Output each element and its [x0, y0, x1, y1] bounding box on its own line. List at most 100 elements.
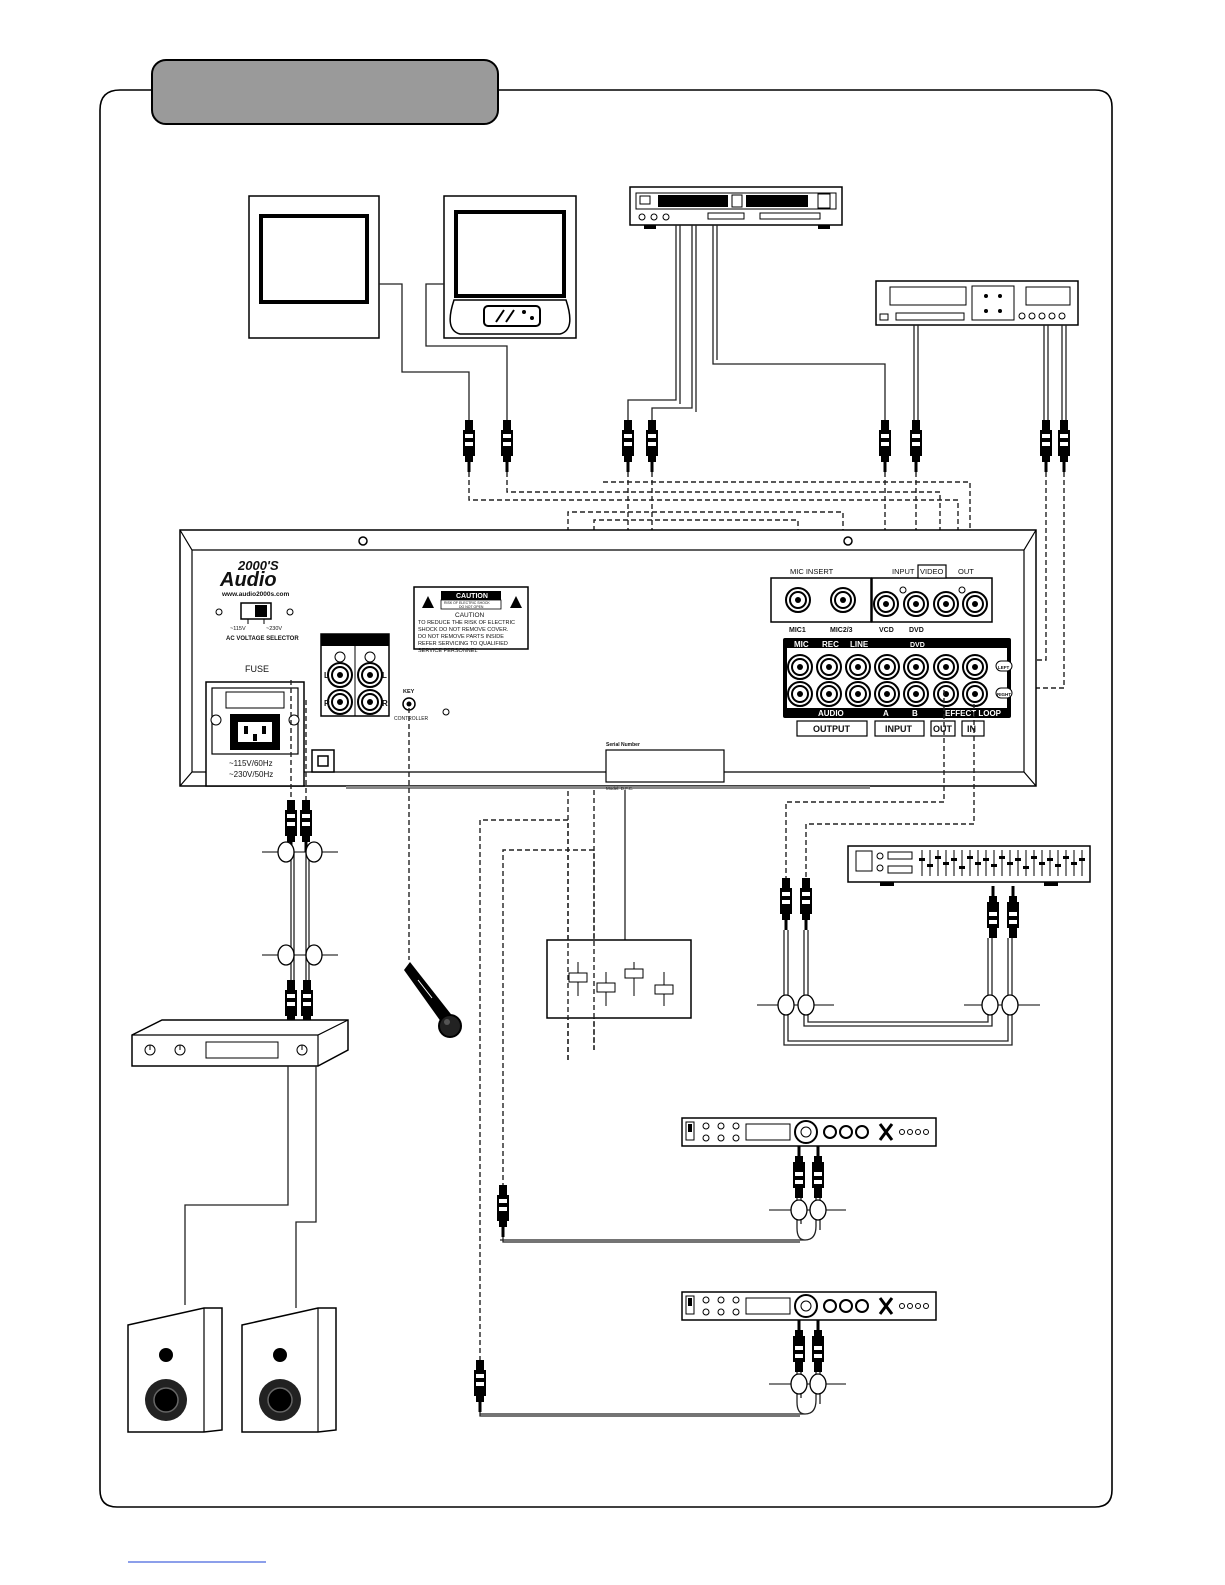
speaker-cables [184, 1066, 317, 1308]
rca-plug [1007, 886, 1019, 938]
input-b-label: B [912, 709, 918, 718]
voltage-selector [215, 602, 294, 624]
rca-plug [800, 878, 812, 930]
caution-line1: RISK OF ELECTRIC SHOCK [444, 601, 490, 605]
tv2-cable [425, 283, 508, 420]
dvd-label: DVD [909, 627, 924, 634]
rca-plug [910, 420, 922, 472]
controller-box [546, 939, 692, 1019]
rca-plug [812, 1146, 824, 1198]
rca-plug [622, 420, 634, 472]
in-box-label: IN [967, 724, 976, 734]
dvd-player [629, 186, 843, 229]
col-mic-label: MIC [794, 640, 809, 649]
dashed-link [1008, 472, 1047, 661]
mic23-label: MIC2/3 [830, 627, 853, 634]
rca-plug [497, 1185, 509, 1237]
dashed-link-output [290, 680, 307, 800]
serial-number-label: Serial Number [606, 742, 640, 748]
graphic-equalizer [847, 845, 1091, 886]
tv-with-speakers [443, 195, 577, 339]
dvd-video-jack [903, 591, 929, 617]
deck-audio-cable-r [1061, 325, 1067, 420]
left-badge: LEFT [998, 665, 1009, 670]
caution-line2: DO NOT OPEN [459, 605, 484, 609]
right-badge: RIGHT [997, 692, 1011, 697]
caution-body5: SERVICE PERSONNEL [418, 648, 478, 654]
video-out-label: OUT [958, 567, 974, 576]
vcd-label: VCD [879, 627, 894, 634]
microphone [404, 962, 462, 1038]
effect2-return [479, 1412, 800, 1417]
rca-plug [474, 1360, 486, 1412]
input-a-label: A [883, 709, 889, 718]
dashed-link-effect2 [479, 819, 569, 1360]
rca-plug [793, 1146, 805, 1198]
effect1-return [502, 1237, 800, 1243]
caution-body3: DO NOT REMOVE PARTS INSIDE [418, 634, 504, 640]
deck-video-cable [913, 325, 919, 420]
rca-plug [793, 1320, 805, 1372]
tv-monitor [248, 195, 380, 339]
video-input-label: INPUT [892, 567, 915, 576]
rca-plug [646, 420, 658, 472]
rca-plug [879, 420, 891, 472]
video-label: VIDEO [920, 567, 944, 576]
cassette-deck [875, 280, 1079, 326]
output-box-label: OUTPUT [813, 724, 851, 734]
caution-body2: SHOCK DO NOT REMOVE COVER. [418, 627, 509, 633]
eq-loop-cable-outer [783, 930, 1013, 1046]
jack-r-label: R [324, 699, 330, 708]
key-label: KEY [403, 689, 415, 695]
power-spec-2: ~230V/50Hz [229, 770, 273, 779]
speaker-right [241, 1307, 337, 1433]
key-controller-label: CONTROLLER [394, 716, 429, 722]
fuse-label: FUSE [245, 664, 269, 674]
serial-number-plate [605, 749, 725, 783]
dashed-effect-out [785, 690, 945, 878]
title-tab [151, 59, 499, 125]
rca-plug [780, 878, 792, 930]
dashed-effect-in [805, 704, 975, 878]
effect-processor-2 [681, 1291, 937, 1321]
caution-label [413, 586, 529, 650]
voltage-selector-label: AC VOLTAGE SELECTOR [226, 636, 299, 642]
model-label: Model: D.F.C. [606, 786, 633, 791]
voltage-230-label: ~230V [266, 626, 282, 632]
video-out-jack-1 [933, 591, 959, 617]
logo-bottom: Audio [219, 569, 277, 591]
rca-plug [987, 886, 999, 938]
output-cable [290, 852, 310, 980]
voltage-115-label: ~115V [230, 626, 246, 632]
rca-plug [463, 420, 475, 472]
jack-r-label-2: R [382, 699, 388, 708]
dashed-link [1008, 472, 1065, 689]
audio-jack-block [783, 638, 1013, 718]
dvd-video-cable [712, 225, 886, 420]
rca-plug [1040, 420, 1052, 472]
deck-audio-cable-l [1043, 325, 1049, 420]
col-line-label: LINE [850, 640, 869, 649]
rca-plug [1058, 420, 1070, 472]
logo-top: 2000'S [237, 558, 279, 573]
vcd-video-jack [873, 591, 899, 617]
rca-plug [501, 420, 513, 472]
col-dvd-label: DVD [910, 642, 925, 649]
caution-body1: TO REDUCE THE RISK OF ELECTRIC [418, 620, 515, 626]
jack-l-label: L [324, 671, 329, 680]
dashed-link-effect1 [502, 849, 595, 1185]
video-out-jack-2 [962, 591, 988, 617]
mic1-jack [785, 587, 811, 613]
power-spec-1: ~115V/60Hz [229, 759, 273, 768]
eq-loop-cable-inner [803, 930, 993, 1027]
mic-insert-label: MIC INSERT [790, 567, 834, 576]
brand-url: www.audio2000s.com [221, 591, 290, 598]
rca-plug [812, 1320, 824, 1372]
caution-title: CAUTION [456, 593, 488, 600]
effect1-cable [500, 1198, 821, 1241]
jack-l-label-2: L [382, 671, 387, 680]
caution-body4: REFER SERVICING TO QUALIFIED [418, 641, 508, 647]
caution-heading: CAUTION [455, 612, 485, 619]
effect-processor-1 [681, 1117, 937, 1147]
